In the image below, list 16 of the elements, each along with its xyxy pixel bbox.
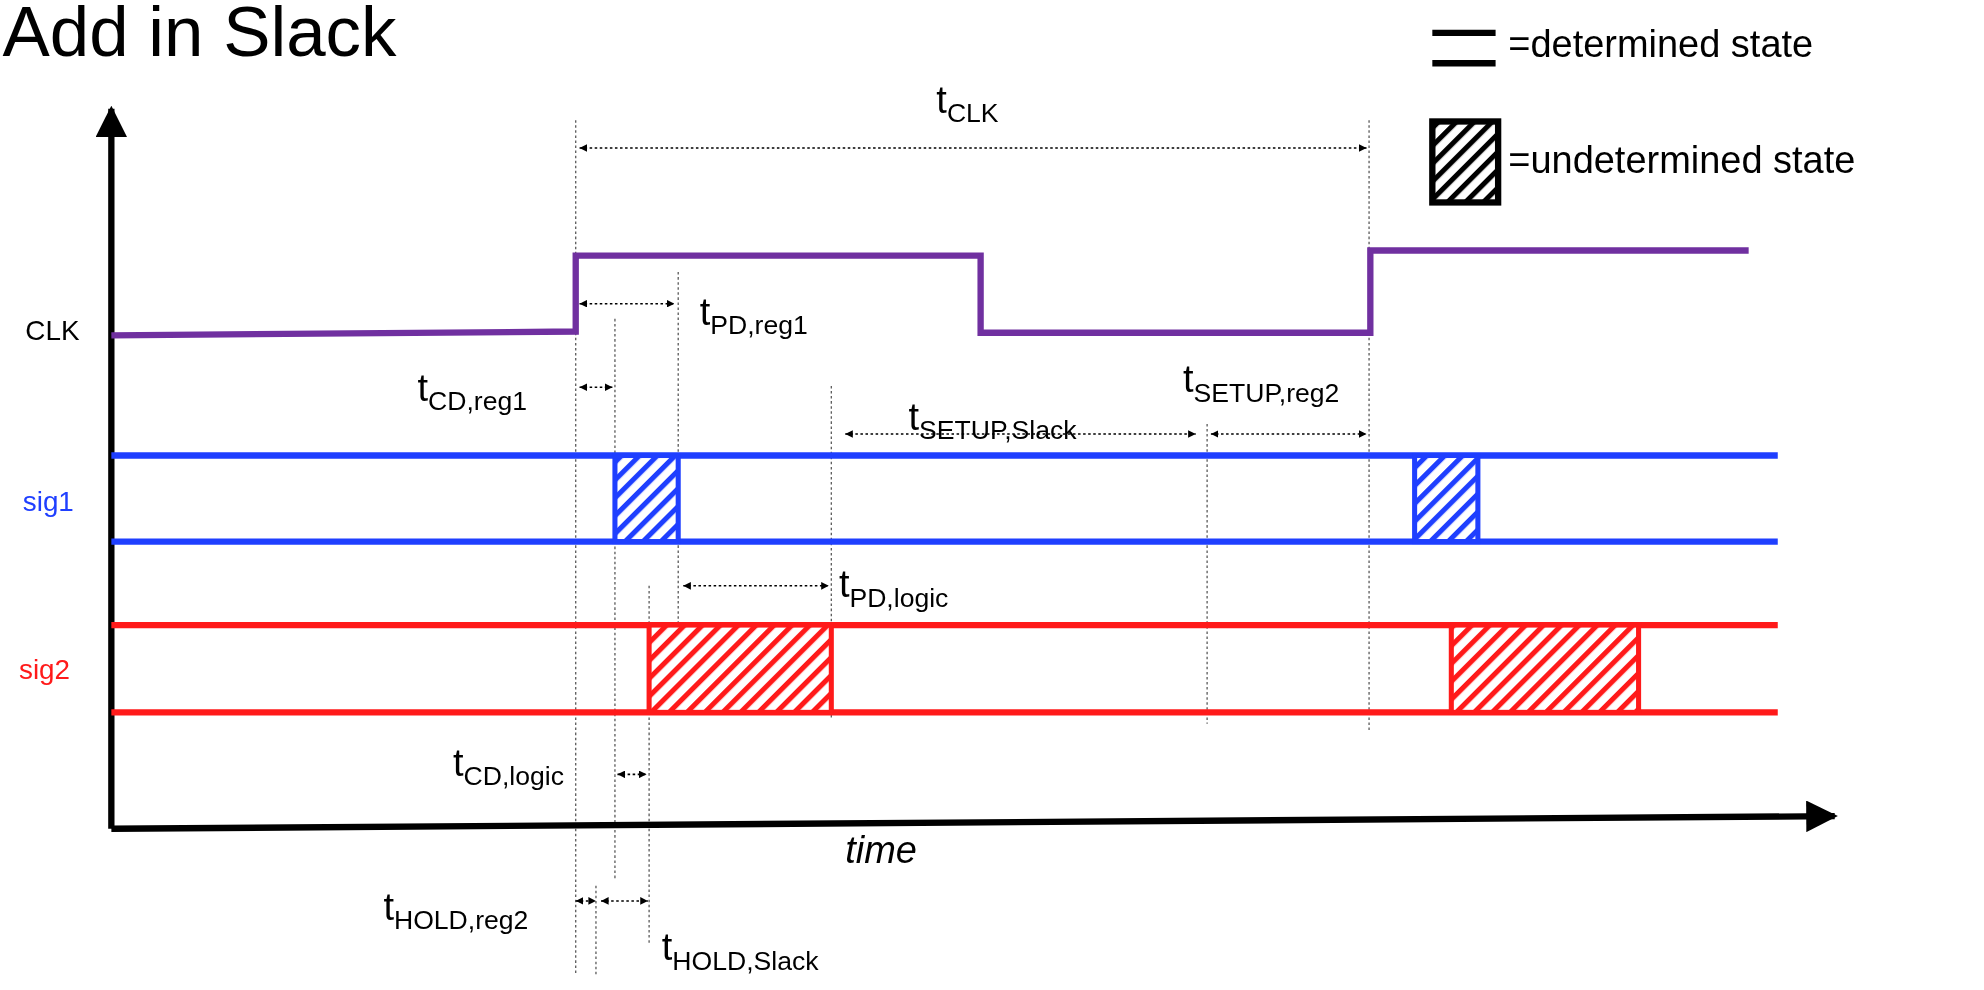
dimension-label: t$_{HOLD,reg2}$ — [383, 885, 529, 935]
dimension-label: t$_{CLK}$ — [936, 78, 999, 128]
dimension-label: t$_{SETUP,reg2}$ — [1183, 358, 1340, 407]
dimension-label: t$_{PD,reg1}$ — [699, 291, 808, 340]
legend-text: =determined state — [1508, 22, 1814, 65]
title: Add in Slack — [2, 0, 397, 71]
legend-text: =undetermined state — [1508, 139, 1856, 181]
axis-label: time — [845, 828, 917, 871]
dimension-label: t$_{HOLD,Slack}$ — [661, 926, 819, 975]
signal-name: CLK — [25, 316, 80, 347]
signal-name: sig1 — [22, 487, 74, 518]
dimension-label: t$_{CD,reg1}$ — [417, 366, 528, 416]
dimension-label: t$_{SETUP,Slack}$ — [908, 396, 1077, 445]
signal-name: sig2 — [19, 655, 71, 687]
dimension-label: t$_{PD,logic}$ — [838, 563, 949, 612]
dimension-label: t$_{CD,logic}$ — [453, 741, 564, 791]
